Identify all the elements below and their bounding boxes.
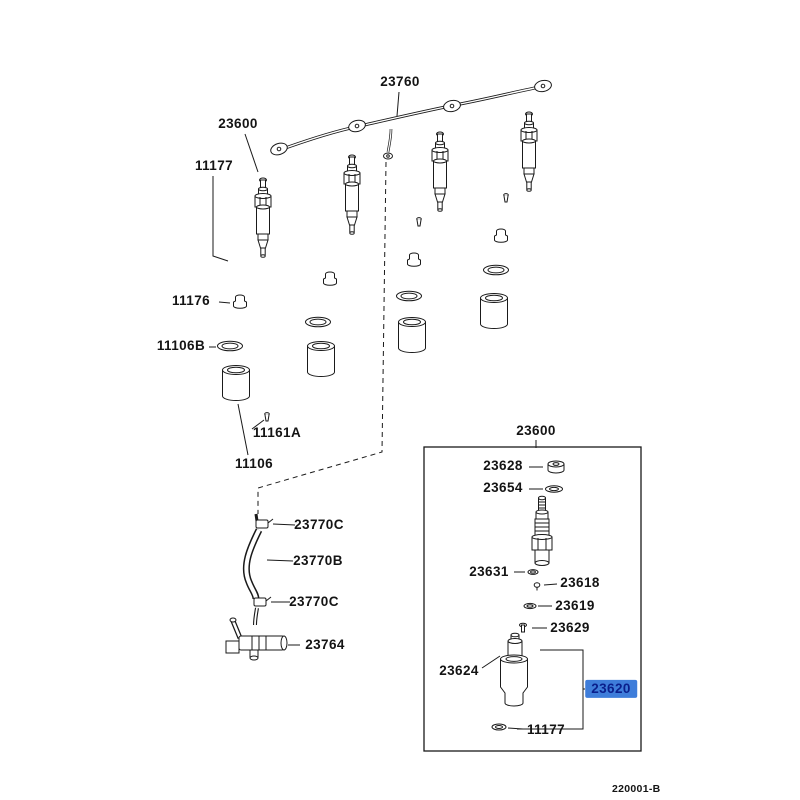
injector-3 (431, 131, 449, 212)
washer-stack-3 (396, 217, 426, 353)
part-label-23624[interactable]: 23624 (439, 662, 479, 678)
part-label-23618[interactable]: 23618 (560, 574, 600, 590)
washer-stack-2 (305, 271, 337, 377)
part-label-23770C-lower[interactable]: 23770C (289, 593, 339, 609)
detail-ring-23631 (527, 569, 539, 575)
part-label-11177-main[interactable]: 11177 (194, 157, 234, 173)
hose-clamp-lower (253, 596, 272, 607)
detail-retaining-nut (500, 654, 528, 707)
detail-nozzle-23624 (507, 632, 523, 658)
detail-box (423, 446, 642, 752)
detail-nut-23628 (547, 460, 565, 474)
part-label-23628[interactable]: 23628 (483, 457, 523, 473)
part-union-23764 (225, 617, 288, 661)
hose-clamp-upper (255, 518, 274, 529)
detail-washer-11177 (491, 723, 507, 731)
detail-washer-23654 (545, 485, 563, 493)
part-label-11176[interactable]: 11176 (171, 292, 211, 308)
detail-washer-23619 (523, 602, 537, 610)
injector-1 (254, 177, 272, 258)
part-label-23620-selected[interactable]: 23620 (585, 679, 637, 699)
hose-assembly (242, 513, 263, 626)
injector-4 (520, 111, 538, 192)
part-label-23770C-upper[interactable]: 23770C (294, 516, 344, 532)
fuel-pipe (276, 84, 546, 153)
injector-2 (343, 154, 361, 235)
dashed-reference-line (257, 161, 387, 514)
part-label-23619[interactable]: 23619 (555, 597, 595, 613)
pipe-fitting-2 (346, 118, 368, 134)
part-label-23600-detail[interactable]: 23600 (516, 422, 556, 438)
pipe-fitting-1 (268, 140, 290, 158)
washer-stack-1 (217, 294, 270, 422)
washer-stack-4 (480, 193, 509, 329)
part-label-23770B[interactable]: 23770B (293, 552, 343, 568)
pipe-fitting-3 (442, 98, 462, 114)
part-label-11106B[interactable]: 11106B (156, 337, 206, 353)
detail-injector-body (531, 495, 553, 566)
detail-pin-23618 (533, 582, 541, 591)
part-label-23600-main[interactable]: 23600 (218, 115, 258, 131)
pipe-fitting-4 (533, 78, 553, 94)
part-label-23654[interactable]: 23654 (483, 479, 523, 495)
part-label-23631[interactable]: 23631 (469, 563, 509, 579)
pipe-drop-fitting (383, 152, 393, 160)
part-label-23764[interactable]: 23764 (305, 636, 345, 652)
leader-lines (209, 91, 585, 730)
detail-valve-23629 (519, 622, 527, 633)
part-label-11161A[interactable]: 11161A (252, 424, 302, 440)
part-label-11177-detail[interactable]: 11177 (526, 721, 566, 737)
part-label-23629[interactable]: 23629 (550, 619, 590, 635)
part-label-11106[interactable]: 11106 (234, 455, 274, 471)
part-label-23760[interactable]: 23760 (380, 73, 420, 89)
diagram-code: 220001-B (612, 783, 661, 795)
